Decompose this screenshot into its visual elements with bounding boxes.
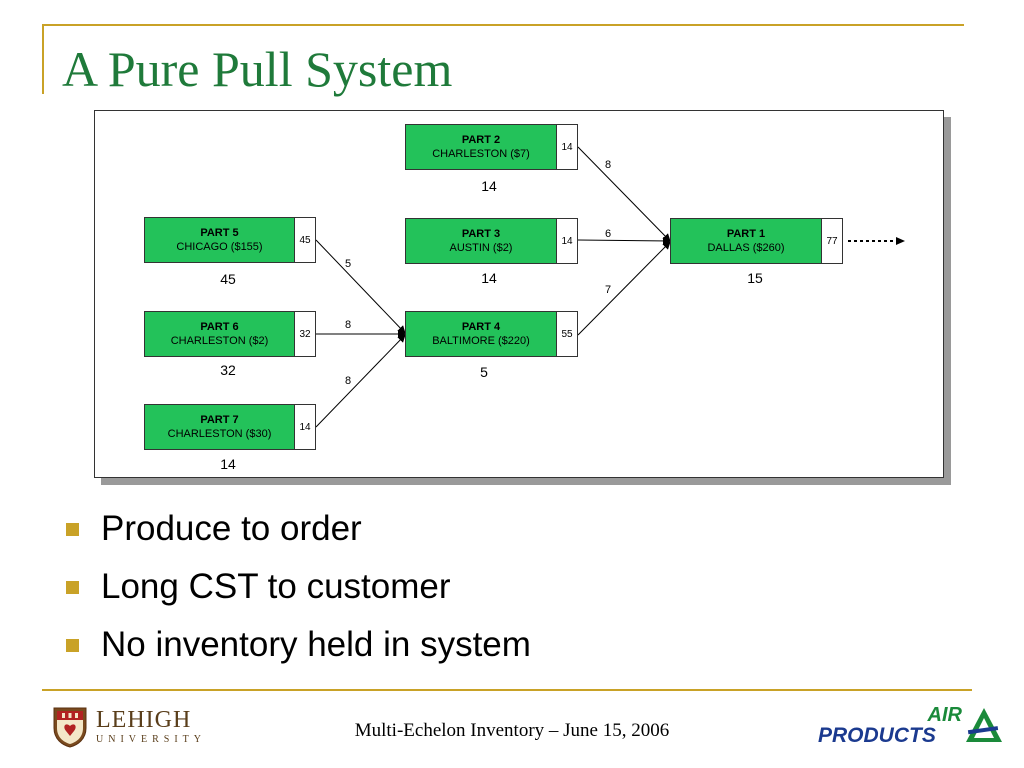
node-part4-location: BALTIMORE ($220) <box>432 335 530 347</box>
node-part7-name: PART 7 <box>200 414 239 426</box>
node-part4: PART 4 BALTIMORE ($220) 55 <box>405 311 578 357</box>
top-accent-rule <box>42 24 964 26</box>
node-part1-inventory: 15 <box>747 270 763 286</box>
lehigh-logo: LEHIGH UNIVERSITY <box>52 706 206 748</box>
node-part4-inventory: 5 <box>480 364 488 380</box>
footer-rule <box>42 689 972 691</box>
node-part3: PART 3 AUSTIN ($2) 14 <box>405 218 578 264</box>
bullet-list: Produce to order Long CST to customer No… <box>66 500 531 674</box>
edge-label-part5-part4: 5 <box>345 258 352 270</box>
air-products-emblem-icon <box>966 708 1002 742</box>
node-part5: PART 5 CHICAGO ($155) 45 <box>144 217 316 263</box>
node-part7-cst: 14 <box>299 421 311 433</box>
bullet-marker <box>66 580 79 594</box>
node-part2-cst: 14 <box>561 141 573 153</box>
edge-label-part2-part1: 8 <box>605 159 612 171</box>
bullet-text: No inventory held in system <box>101 625 531 664</box>
bullet-item: Long CST to customer <box>66 558 531 616</box>
node-part3-name: PART 3 <box>461 228 501 240</box>
node-part2: PART 2 CHARLESTON ($7) 14 <box>405 124 578 170</box>
node-part3-inventory: 14 <box>481 270 497 286</box>
node-part3-location: AUSTIN ($2) <box>449 242 513 254</box>
edge-label-part6-part4: 8 <box>345 319 352 331</box>
node-part6-cst: 32 <box>299 328 311 340</box>
bullet-text: Long CST to customer <box>101 567 451 606</box>
edge-label-part3-part1: 6 <box>605 228 612 240</box>
node-part5-location: CHICAGO ($155) <box>176 241 263 253</box>
lehigh-wordmark: LEHIGH <box>96 707 192 733</box>
slide-title: A Pure Pull System <box>62 41 453 97</box>
node-part6: PART 6 CHARLESTON ($2) 32 <box>144 311 316 357</box>
bullet-marker <box>66 522 79 536</box>
bullet-marker <box>66 638 79 652</box>
node-part5-cst: 45 <box>299 234 311 246</box>
node-part1: PART 1 DALLAS ($260) 77 <box>670 218 843 264</box>
bullet-text: Produce to order <box>101 509 362 548</box>
node-part7: PART 7 CHARLESTON ($30) 14 <box>144 404 316 450</box>
bullet-item: Produce to order <box>66 500 531 558</box>
node-part5-inventory: 45 <box>220 271 236 287</box>
node-part6-inventory: 32 <box>220 362 236 378</box>
node-part1-location: DALLAS ($260) <box>707 242 785 254</box>
node-part3-cst: 14 <box>561 235 573 247</box>
footer-text: Multi-Echelon Inventory – June 15, 2006 <box>354 720 670 741</box>
node-part5-name: PART 5 <box>200 227 239 239</box>
edge-label-part4-part1: 7 <box>605 284 612 296</box>
left-accent-rule <box>42 24 44 94</box>
node-part2-location: CHARLESTON ($7) <box>432 148 530 160</box>
node-part6-location: CHARLESTON ($2) <box>170 335 269 347</box>
node-part4-name: PART 4 <box>461 321 501 333</box>
air-products-word1: AIR <box>927 704 962 726</box>
bullet-item: No inventory held in system <box>66 616 531 674</box>
lehigh-subtitle: UNIVERSITY <box>96 734 206 745</box>
node-part7-inventory: 14 <box>220 456 236 472</box>
air-products-logo: AIR PRODUCTS <box>818 704 1004 752</box>
node-part6-name: PART 6 <box>200 321 239 333</box>
node-part4-cst: 55 <box>561 328 573 340</box>
node-part1-cst: 77 <box>826 235 838 247</box>
node-part2-inventory: 14 <box>481 178 497 194</box>
node-part7-location: CHARLESTON ($30) <box>167 428 272 440</box>
lehigh-shield-icon <box>53 707 87 748</box>
node-part1-name: PART 1 <box>726 228 766 240</box>
air-products-word2: PRODUCTS <box>818 724 936 747</box>
node-part2-name: PART 2 <box>461 134 501 146</box>
edge-label-part7-part4: 8 <box>345 375 352 387</box>
